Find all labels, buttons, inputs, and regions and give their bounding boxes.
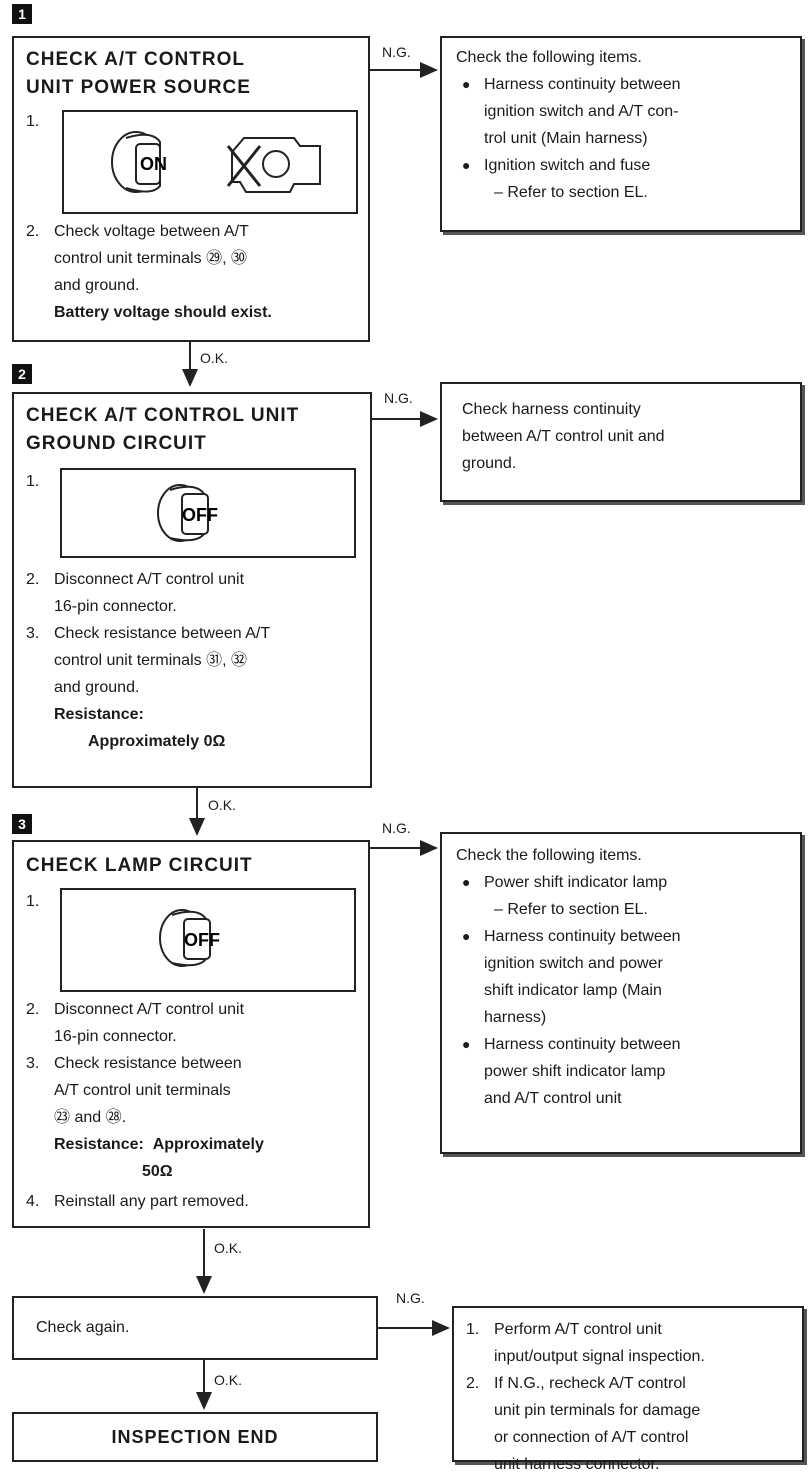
- step-2-badge: 2: [12, 364, 32, 384]
- step-1-title-line1: CHECK A/T CONTROL: [26, 49, 245, 70]
- step-1-ng-bullets: ● Harness continuity between ignition sw…: [450, 71, 790, 206]
- step-1-ng-box: Check the following items. ● Harness con…: [440, 36, 802, 232]
- check-again-ng-item-1: 1. Perform A/T control unit input/output…: [466, 1321, 705, 1365]
- step-3-ng-label: N.G.: [382, 820, 411, 836]
- check-again-ng-box: 1. Perform A/T control unit input/output…: [452, 1306, 804, 1473]
- step-2-figure: OFF: [60, 468, 356, 558]
- check-again-label: Check again.: [36, 1319, 130, 1336]
- step-2-item-3: 3. Check resistance between A/T control …: [26, 625, 271, 750]
- step-2-title-line2: GROUND CIRCUIT: [26, 433, 207, 454]
- ignition-off-label: OFF: [182, 505, 218, 525]
- step-3-item-2: 2. Disconnect A/T control unit 16-pin co…: [26, 1001, 245, 1045]
- step-1-ng-heading: Check the following items.: [456, 49, 642, 66]
- step-3-box: CHECK LAMP CIRCUIT 1. OFF 2. Disconnect …: [12, 840, 370, 1228]
- step-3-ok-label: O.K.: [214, 1240, 243, 1256]
- step-1-ng-bullet-1: ● Harness continuity between ignition sw…: [462, 76, 681, 147]
- step-3-ng-bullet-3: ● Harness continuity between power shift…: [462, 1036, 681, 1107]
- step-3-item-4: 4. Reinstall any part removed.: [26, 1193, 249, 1210]
- step-2-ng-label: N.G.: [384, 390, 413, 406]
- step-2-item-2: 2. Disconnect A/T control unit 16-pin co…: [26, 571, 245, 615]
- step-3-ng-bullet-2: ● Harness continuity between ignition sw…: [462, 928, 681, 1026]
- ignition-off-label: OFF: [184, 930, 220, 950]
- step-2-item-1-number: 1.: [26, 473, 40, 490]
- step-3-ng-box: Check the following items. ● Power shift…: [440, 832, 802, 1154]
- step-1-ng-bullet-2: ● Ignition switch and fuse – Refer to se…: [462, 157, 651, 201]
- step-1-ng-label: N.G.: [382, 44, 411, 60]
- ignition-off-icon: OFF: [159, 909, 220, 967]
- step-1-title-line2: UNIT POWER SOURCE: [26, 77, 251, 98]
- step-2-ng-box: Check harness continuity between A/T con…: [440, 382, 802, 502]
- step-2-ok-label: O.K.: [208, 797, 237, 813]
- step-3-ng-bullet-1: ● Power shift indicator lamp – Refer to …: [462, 874, 668, 918]
- step-1-ok-label: O.K.: [200, 350, 229, 366]
- ignition-off-icon: OFF: [157, 484, 218, 542]
- step-3-badge: 3: [12, 814, 32, 834]
- step-3-ng-heading: Check the following items.: [456, 847, 642, 864]
- ignition-on-label: ON: [140, 154, 167, 174]
- check-again-ng-item-2: 2. If N.G., recheck A/T control unit pin…: [466, 1375, 701, 1473]
- step-3-ng-bullets: ● Power shift indicator lamp – Refer to …: [450, 869, 794, 1112]
- step-1-box: CHECK A/T CONTROL UNIT POWER SOURCE 1. O…: [12, 36, 370, 342]
- check-again-ok-label: O.K.: [214, 1372, 243, 1388]
- inspection-end-label: INSPECTION END: [111, 1426, 279, 1447]
- check-again-box: Check again.: [12, 1296, 378, 1360]
- check-again-ng-label: N.G.: [396, 1290, 425, 1306]
- step-1-item-1-number: 1.: [26, 113, 40, 130]
- step-2-title-line1: CHECK A/T CONTROL UNIT: [26, 405, 300, 426]
- step-1-item-2: 2. Check voltage between A/T control uni…: [26, 223, 272, 321]
- step-2-ng-text: Check harness continuity between A/T con…: [462, 401, 665, 472]
- step-3-item-1-number: 1.: [26, 893, 40, 910]
- step-3-title: CHECK LAMP CIRCUIT: [26, 855, 253, 876]
- step-1-badge: 1: [12, 4, 32, 24]
- step-1-figure: ON: [62, 110, 358, 214]
- inspection-end-box: INSPECTION END: [12, 1412, 378, 1462]
- step-2-box: CHECK A/T CONTROL UNIT GROUND CIRCUIT 1.…: [12, 392, 372, 788]
- step-3-figure: OFF: [60, 888, 356, 992]
- step-3-item-3: 3. Check resistance between A/T control …: [26, 1055, 264, 1180]
- ignition-on-engine-off-icon: ON: [111, 131, 321, 193]
